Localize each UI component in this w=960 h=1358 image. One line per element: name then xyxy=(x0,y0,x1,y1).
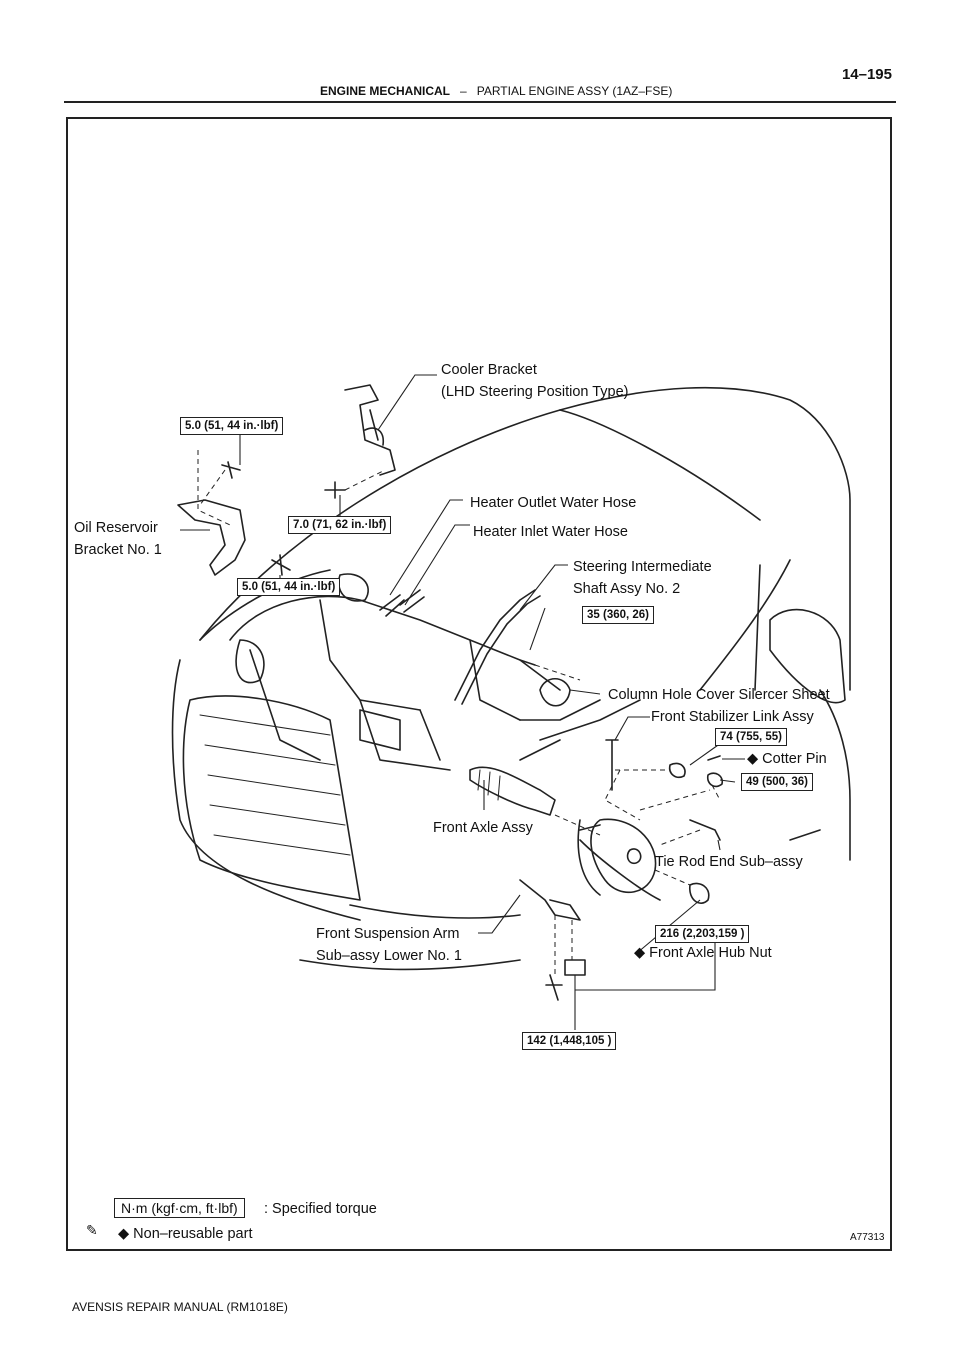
figure-frame xyxy=(66,117,892,1251)
torque-label-5: 74 (755, 55) xyxy=(715,728,788,746)
footer-manual-title: AVENSIS REPAIR MANUAL (RM1018E) xyxy=(72,1300,288,1314)
running-header: ENGINE MECHANICAL – PARTIAL ENGINE ASSY … xyxy=(320,84,672,98)
label-heater-inlet-hose: Heater Inlet Water Hose xyxy=(473,524,628,540)
label-front-stabilizer-link: Front Stabilizer Link Assy xyxy=(651,709,814,725)
torque-label-8: 142 (1,448,105 ) xyxy=(522,1032,617,1050)
label-steering-shaft-1: Steering Intermediate xyxy=(573,559,712,575)
label-oil-reservoir-1: Oil Reservoir xyxy=(74,520,158,536)
torque-label-7: 216 (2,203,159 ) xyxy=(655,925,750,943)
header-dash: – xyxy=(460,84,467,98)
page-number: 14–195 xyxy=(841,66,892,83)
torque-label-2: 7.0 (71, 62 in.·lbf) xyxy=(288,516,392,534)
label-cooler-bracket: Cooler Bracket xyxy=(441,362,537,378)
section-title: ENGINE MECHANICAL xyxy=(320,84,451,98)
label-oil-reservoir-2: Bracket No. 1 xyxy=(74,542,162,558)
label-cooler-bracket-type: (LHD Steering Position Type) xyxy=(441,384,629,400)
torque-label-4: 35 (360, 26) xyxy=(582,606,655,624)
label-front-axle-assy: Front Axle Assy xyxy=(433,820,533,836)
subsection-title: PARTIAL ENGINE ASSY (1AZ–FSE) xyxy=(476,84,673,98)
label-cotter-pin: ◆ Cotter Pin xyxy=(747,751,827,767)
label-steering-shaft-2: Shaft Assy No. 2 xyxy=(573,581,681,597)
torque-label-3: 5.0 (51, 44 in.·lbf) xyxy=(237,578,341,596)
legend-nonreusable: ◆ Non–reusable part xyxy=(118,1226,253,1242)
torque-label-6: 49 (500, 36) xyxy=(741,773,814,791)
label-column-hole-cover: Column Hole Cover Silercer Sheet xyxy=(608,687,830,703)
torque-label-1: 5.0 (51, 44 in.·lbf) xyxy=(180,417,284,435)
header-rule xyxy=(64,101,896,103)
figure-id: A77313 xyxy=(850,1232,885,1243)
label-front-axle-hub-nut: ◆ Front Axle Hub Nut xyxy=(634,945,772,961)
legend-torque-desc: : Specified torque xyxy=(264,1201,377,1217)
label-suspension-arm-1: Front Suspension Arm xyxy=(316,926,460,942)
wrench-icon: ✎ xyxy=(86,1222,98,1238)
label-suspension-arm-2: Sub–assy Lower No. 1 xyxy=(316,948,462,964)
label-tie-rod-end: Tie Rod End Sub–assy xyxy=(655,854,803,870)
legend-torque-unit-box: N·m (kgf·cm, ft·lbf) xyxy=(114,1198,245,1218)
label-heater-outlet-hose: Heater Outlet Water Hose xyxy=(470,495,637,511)
